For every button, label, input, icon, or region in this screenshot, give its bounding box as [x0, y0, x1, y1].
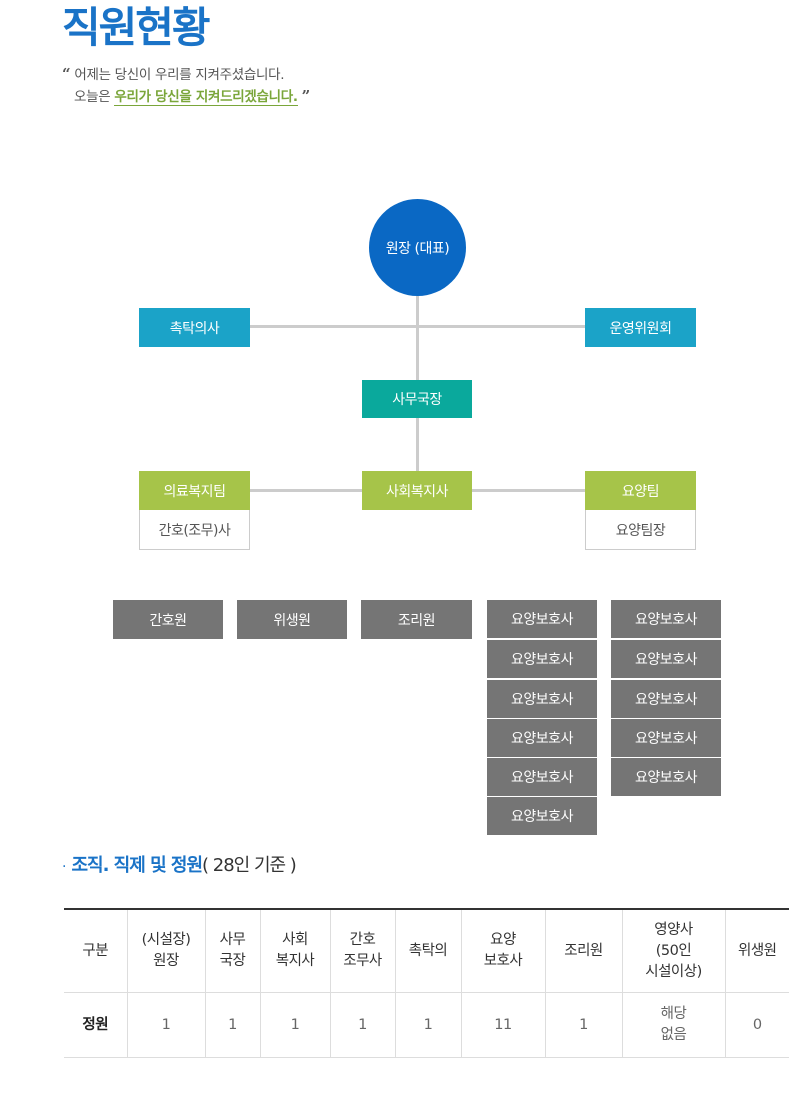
table-header-cell: 조리원 [544, 909, 622, 993]
org-chart: 원장 (대표) 촉탁의사 운영위원회 사무국장 의료복지팀 사회복지사 요양팀 … [113, 199, 721, 835]
table-cell: 11 [460, 992, 545, 1058]
connector-line [250, 489, 362, 492]
bullet-dot: · [62, 859, 67, 875]
table-row: 정원 1 1 1 1 1 11 1 해당 없음 0 [64, 992, 789, 1058]
section-note: ( 28인 기준 ) [202, 855, 297, 876]
staff-box-cook: 조리원 [361, 600, 472, 639]
connector-line [472, 489, 585, 492]
table-cell: 1 [394, 992, 461, 1058]
connector-line [416, 418, 419, 471]
caregiver-box: 요양보호사 [611, 640, 721, 678]
table-cell: 1 [259, 992, 330, 1058]
table-cell: 1 [204, 992, 260, 1058]
caregiver-box: 요양보호사 [487, 758, 597, 796]
caregiver-box: 요양보호사 [611, 758, 721, 796]
secretary-general-box: 사무국장 [362, 380, 472, 418]
caregiver-box: 요양보호사 [487, 719, 597, 757]
caregiver-box: 요양보호사 [487, 680, 597, 718]
table-header-cell: (시설장) 원장 [126, 909, 205, 993]
section-title: 조직. 직제 및 정원 [71, 855, 203, 876]
table-header-row: 구분 (시설장) 원장 사무 국장 사회 복지사 간호 조무사 촉탁의 요양 보… [64, 909, 789, 993]
table-cell: 1 [329, 992, 395, 1058]
care-team-leader-box: 요양팀장 [585, 510, 696, 550]
table-header-cell: 촉탁의 [394, 909, 461, 993]
table-header-cell: 영양사 (50인 시설이상) [621, 909, 725, 993]
staffing-table: 구분 (시설장) 원장 사무 국장 사회 복지사 간호 조무사 촉탁의 요양 보… [64, 908, 789, 1058]
table-cell: 해당 없음 [621, 992, 725, 1058]
quote-text-2: 오늘은 [74, 89, 115, 105]
caregiver-box: 요양보호사 [611, 600, 721, 638]
caregiver-box: 요양보호사 [487, 600, 597, 638]
quote-text-1: 어제는 당신이 우리를 지켜주셨습니다. [74, 67, 285, 83]
table-header-cell: 사회 복지사 [259, 909, 330, 993]
director-circle: 원장 (대표) [369, 199, 466, 296]
table-row-header: 정원 [64, 992, 127, 1058]
medical-team-box: 의료복지팀 [139, 471, 250, 510]
social-worker-box: 사회복지사 [362, 471, 472, 510]
table-header-cell: 구분 [64, 909, 127, 993]
staff-box-sanitation: 위생원 [237, 600, 347, 639]
doctor-box: 촉탁의사 [139, 308, 250, 347]
nurse-aide-box: 간호(조무)사 [139, 510, 250, 550]
table-header-cell: 요양 보호사 [460, 909, 545, 993]
quote-line-2: 오늘은 우리가 당신을 지켜드리겠습니다. ” [62, 86, 310, 108]
table-header-cell: 위생원 [724, 909, 789, 993]
connector-line [250, 325, 585, 328]
table-header-cell: 간호 조무사 [329, 909, 395, 993]
staff-box-nurse: 간호원 [113, 600, 223, 639]
close-quote-mark: ” [301, 87, 311, 105]
committee-box: 운영위원회 [585, 308, 696, 347]
table-header-cell: 사무 국장 [204, 909, 260, 993]
quote-highlight: 우리가 당신을 지켜드리겠습니다. [114, 89, 298, 106]
open-quote-mark: “ [62, 65, 71, 83]
care-team-box: 요양팀 [585, 471, 696, 510]
caregiver-box: 요양보호사 [487, 797, 597, 835]
table-cell: 1 [126, 992, 205, 1058]
caregiver-box: 요양보호사 [611, 680, 721, 718]
quote-line-1: “ 어제는 당신이 우리를 지켜주셨습니다. [62, 64, 310, 86]
table-cell: 1 [544, 992, 622, 1058]
table-cell: 0 [724, 992, 789, 1058]
slogan-quote: “ 어제는 당신이 우리를 지켜주셨습니다. 오늘은 우리가 당신을 지켜드리겠… [62, 64, 310, 108]
connector-line [416, 296, 419, 380]
page-title: 직원현황 [62, 3, 211, 52]
caregiver-box: 요양보호사 [487, 640, 597, 678]
section-heading: ·조직. 직제 및 정원( 28인 기준 ) [62, 851, 297, 877]
caregiver-box: 요양보호사 [611, 719, 721, 757]
